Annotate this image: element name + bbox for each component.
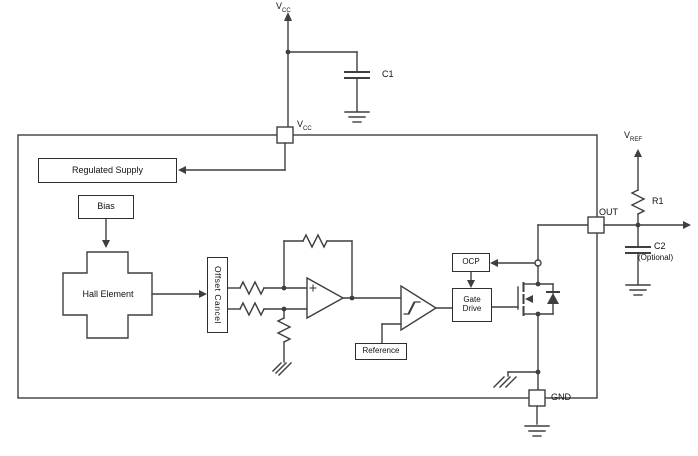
- out-wire: [603, 221, 691, 229]
- signal-ground-icon-right: [493, 376, 517, 388]
- c2-ground-icon: [625, 284, 651, 296]
- c2-label: C2: [654, 241, 666, 251]
- gate-drive-label: Gate Drive: [462, 295, 482, 313]
- opamp: [306, 276, 402, 320]
- reference-label: Reference: [362, 346, 400, 356]
- feedback-resistor: [283, 233, 355, 301]
- ocp-label: OCP: [462, 257, 480, 267]
- vref-rail: [634, 149, 642, 191]
- vcc-rail-label: VCC: [276, 1, 291, 14]
- c1-capacitor: [344, 51, 370, 112]
- bias-label: Bias: [97, 201, 115, 212]
- ocp-block: OCP: [452, 253, 490, 272]
- offset-cancel-block: Offset Cancel: [207, 257, 228, 333]
- input-resistor-bottom: [227, 301, 314, 317]
- reference-block: Reference: [355, 343, 407, 360]
- vref-label: VREF: [624, 130, 643, 143]
- vcc-pin: [276, 126, 294, 144]
- mosfet: [517, 281, 541, 317]
- ground-resistor: [276, 308, 292, 363]
- regulated-supply-label: Regulated Supply: [71, 164, 144, 175]
- vcc-rail: [284, 12, 358, 128]
- hall-output-arrow: [151, 290, 207, 298]
- gnd-pin: [528, 389, 546, 407]
- bias-arrow: [102, 218, 110, 248]
- r1-resistor: [630, 189, 646, 226]
- gnd-earth-wire: [524, 405, 550, 437]
- c1-ground-icon: [344, 111, 370, 123]
- regulated-supply-block: Regulated Supply: [38, 158, 177, 183]
- r1-label: R1: [652, 196, 664, 206]
- drain-wire: [537, 224, 589, 285]
- signal-ground-icon-left: [272, 362, 292, 376]
- hall-element-block: Hall Element: [63, 284, 153, 306]
- c2-capacitor: [625, 224, 651, 285]
- hall-element-label: Hall Element: [82, 289, 134, 300]
- out-pin-label: OUT: [599, 207, 618, 217]
- input-resistor-top: [227, 280, 308, 296]
- gate-drive-block: Gate Drive: [452, 288, 492, 322]
- body-diode: [537, 283, 560, 315]
- c1-label: C1: [382, 69, 394, 79]
- reference-wire: [381, 323, 402, 344]
- ic-outline: [17, 134, 598, 399]
- vcc-pin-label: VCC: [297, 119, 312, 132]
- ocp-sense-wire: [490, 259, 542, 267]
- bias-block: Bias: [78, 195, 134, 219]
- source-wire: [507, 313, 541, 391]
- offset-cancel-label: Offset Cancel: [213, 266, 224, 324]
- c2-optional-note: (Optional): [638, 253, 674, 262]
- schmitt-trigger: [400, 284, 453, 332]
- out-pin: [587, 216, 605, 234]
- hall-element-shape: [62, 251, 153, 339]
- gnd-pin-label: GND: [551, 392, 571, 402]
- vcc-to-regulated-supply-wire: [178, 142, 286, 174]
- ocp-to-gate-drive-arrow: [467, 271, 475, 288]
